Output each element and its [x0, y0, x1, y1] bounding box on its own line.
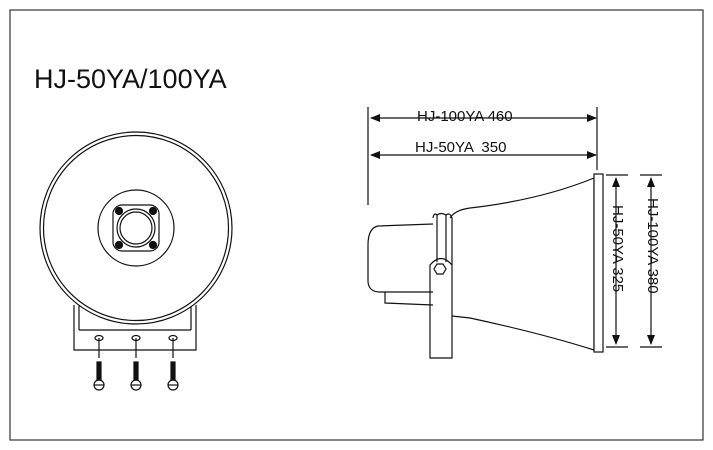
- drawing-title: HJ-50YA/100YA: [34, 64, 227, 94]
- side-view: [367, 173, 604, 359]
- dim-height-50: HJ-50YA 325: [609, 205, 626, 292]
- front-view: [39, 131, 233, 391]
- screws: [93, 361, 179, 391]
- dimension-lines: [367, 107, 662, 348]
- dim-length-50: HJ-50YA 350: [415, 139, 506, 156]
- frame-border: [9, 9, 704, 441]
- dim-length-100: HJ-100YA 460: [417, 108, 513, 125]
- hex-bolt: [433, 263, 447, 275]
- dim-height-100: HJ-100YA 380: [644, 198, 661, 294]
- mounting-holes: [94, 334, 178, 358]
- front-bracket: [73, 305, 197, 351]
